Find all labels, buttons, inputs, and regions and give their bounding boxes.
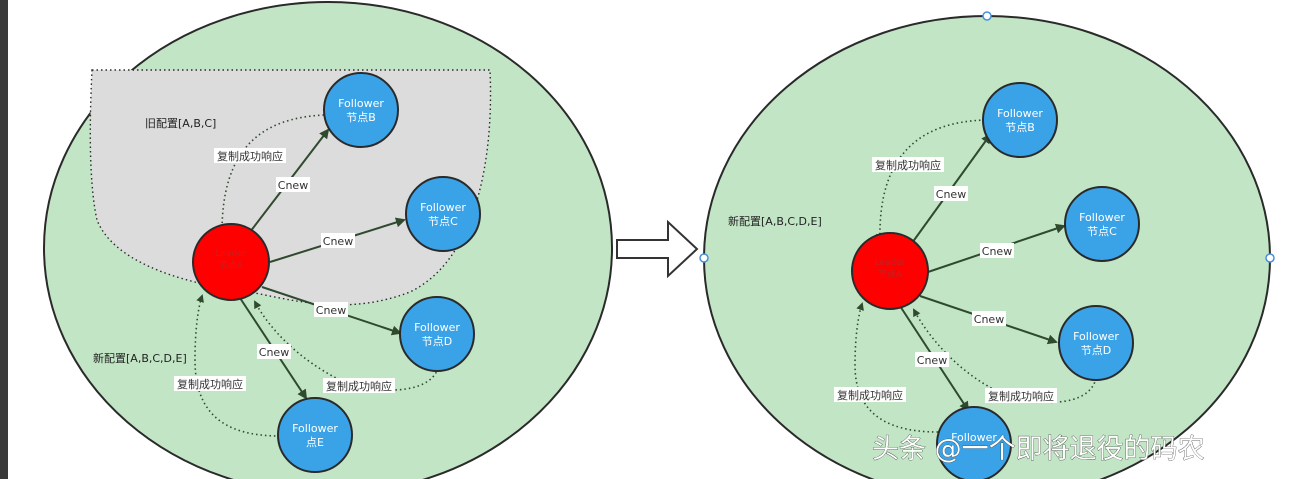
right-edge-label-a-d: Cnew [974,313,1004,326]
svg-text:Follower: Follower [1079,211,1125,224]
svg-text:Leader: Leader [875,258,906,268]
right-response-b-a [875,119,986,242]
resize-handle-top[interactable] [982,11,992,21]
right-edge-label-a-b: Cnew [936,188,966,201]
right-follower-node-d: Follower 节点D [1058,305,1134,381]
follower-node-c: Follower 节点C [405,176,481,252]
follower-node-d: Follower 节点D [399,296,475,372]
svg-text:Follower: Follower [997,107,1043,120]
svg-text:节点B: 节点B [1005,121,1035,134]
right-new-config-label: 新配置[A,B,C,D,E] [728,214,822,228]
right-edge-label-a-c: Cnew [982,245,1012,258]
edge-label-a-e: Cnew [259,346,289,359]
right-follower-node-b: Follower 节点B [982,82,1058,158]
old-config-label: 旧配置[A,B,C] [145,117,216,130]
right-response-label-e: 复制成功响应 [837,388,903,402]
response-b-a [218,114,325,234]
svg-text:节点A: 节点A [878,269,903,280]
right-edge-label-a-e: Cnew [917,354,947,367]
right-leader-node-a: Leader 节点A [851,232,929,310]
follower-node-e: Follower 点E [277,397,353,473]
right-response-label-d: 复制成功响应 [988,389,1054,403]
response-label-b: 复制成功响应 [217,149,283,163]
svg-text:点E: 点E [306,436,324,449]
svg-text:节点D: 节点D [422,335,452,348]
edge-label-a-d: Cnew [316,304,346,317]
response-label-d: 复制成功响应 [326,379,392,393]
edge-label-a-c: Cnew [323,235,353,248]
svg-text:Follower: Follower [1073,330,1119,343]
svg-text:Follower: Follower [292,422,338,435]
transition-arrow-icon [616,219,699,279]
svg-text:节点A: 节点A [219,260,244,271]
svg-text:Follower: Follower [338,97,384,110]
right-follower-node-e: Follower [936,406,1012,479]
follower-node-b: Follower 节点B [323,72,399,148]
window-edge-strip [0,0,8,479]
response-label-e: 复制成功响应 [177,377,243,391]
svg-text:Follower: Follower [420,201,466,214]
svg-text:节点D: 节点D [1081,344,1111,357]
svg-text:节点B: 节点B [346,111,376,124]
resize-handle-left[interactable] [699,253,709,263]
svg-text:Follower: Follower [414,321,460,334]
resize-handle-right[interactable] [1265,253,1275,263]
svg-text:Leader: Leader [216,249,247,259]
watermark-text: 头条 @一个即将退役的码农 [872,434,1205,465]
right-follower-node-c: Follower 节点C [1064,186,1140,262]
new-config-label: 新配置[A,B,C,D,E] [93,351,187,365]
svg-text:Follower: Follower [951,431,997,444]
leader-node-a: Leader 节点A [192,223,270,301]
right-response-label-b: 复制成功响应 [875,158,941,172]
edge-label-a-b: Cnew [278,179,308,192]
svg-text:节点C: 节点C [428,215,458,228]
svg-text:节点C: 节点C [1087,225,1117,238]
